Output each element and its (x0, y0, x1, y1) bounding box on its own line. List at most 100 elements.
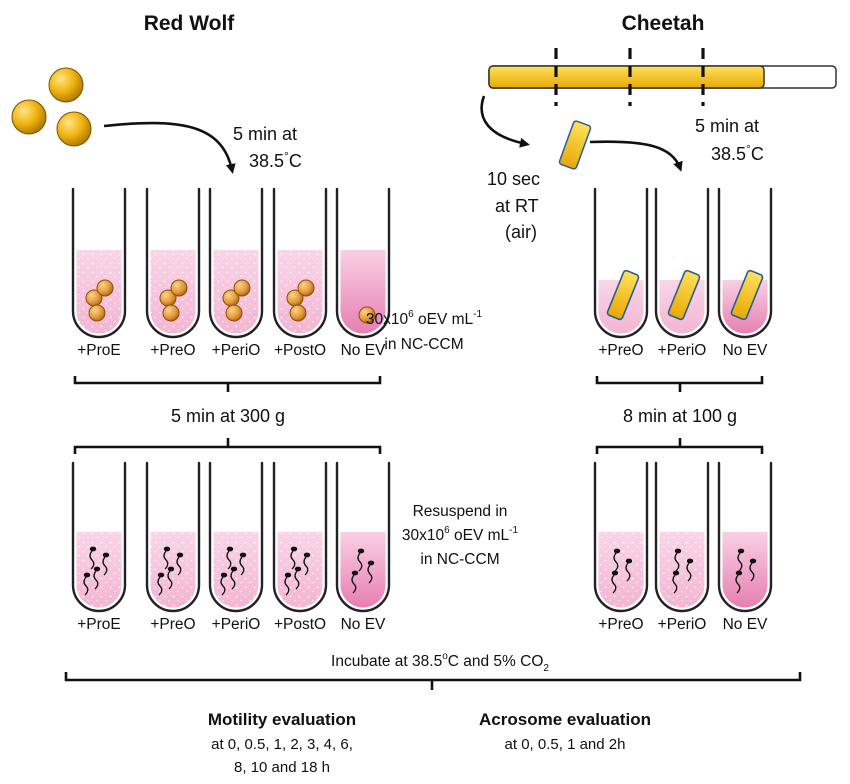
tube (145, 461, 201, 613)
cheetah-title: Cheetah (622, 12, 705, 35)
straw-cut-arrow (480, 95, 530, 148)
tube (717, 461, 773, 613)
svg-text:30x106 oEV mL-1: 30x106 oEV mL-1 (366, 309, 483, 328)
sperm-cell (102, 552, 110, 576)
svg-text:at RT: at RT (495, 196, 539, 216)
tube-label: +PreO (598, 342, 643, 359)
sperm-cell (93, 566, 101, 590)
sperm-cell (674, 548, 682, 572)
straw-segment (606, 269, 640, 321)
sperm-cell (735, 570, 743, 594)
resuspend-label: Resuspend in 30x106 oEV mL-1 in NC-CCM (402, 503, 519, 568)
oocyte-cluster-icon (11, 67, 92, 147)
oocyte (233, 279, 251, 297)
incubation-bracket (64, 672, 802, 690)
sperm-cell (167, 566, 175, 590)
incubate-label: Incubate at 38.5oC and 5% CO2 (331, 651, 549, 674)
tube-label: +PreO (598, 616, 643, 633)
sperm-cell (176, 552, 184, 576)
oocyte (88, 304, 106, 322)
semen-straw-icon (488, 48, 837, 106)
oocyte (225, 304, 243, 322)
sperm-cell (303, 552, 311, 576)
tube-label: +PeriO (212, 342, 261, 359)
svg-text:(air): (air) (505, 222, 537, 242)
oocyte (297, 279, 315, 297)
straw-segment (730, 269, 764, 321)
tube-label: +PostO (274, 342, 326, 359)
tube-label: +PeriO (212, 616, 261, 633)
sperm-cell (284, 572, 292, 596)
oocyte (96, 279, 114, 297)
svg-text:Motility evaluation: Motility evaluation (208, 710, 356, 729)
bracket-left-row1 (73, 376, 382, 392)
tube-label: +ProE (77, 616, 121, 633)
sperm-cell (367, 560, 375, 584)
tube (208, 461, 264, 613)
sperm-cell (220, 572, 228, 596)
sperm-cell (230, 566, 238, 590)
bracket-right-row2 (595, 438, 764, 454)
sperm-cell (613, 548, 621, 572)
red-wolf-tubes-row2: +ProE +PreO +PeriO +PostO No EV (71, 461, 391, 633)
tube-label: +PreO (150, 616, 195, 633)
svg-text:5 min at: 5 min at (233, 124, 297, 144)
ev-concentration-label: 30x106 oEV mL-1 in NC-CCM (366, 309, 483, 353)
motility-evaluation: Motility evaluation at 0, 0.5, 1, 2, 3, … (208, 710, 356, 776)
svg-text:at 0, 0.5, 1 and 2h: at 0, 0.5, 1 and 2h (505, 736, 626, 753)
transfer-arrow-left (103, 121, 236, 174)
bracket-left-row2 (73, 438, 382, 454)
sperm-cell (611, 570, 619, 594)
sperm-cell (357, 548, 365, 572)
tube (593, 187, 649, 339)
tube (654, 187, 710, 339)
sperm-cell (157, 572, 165, 596)
sperm-cell (672, 570, 680, 594)
sperm-cell (737, 548, 745, 572)
cheetah-step1-label: 5 min at 38.5°C (695, 116, 764, 164)
oocyte (162, 304, 180, 322)
sperm-cell (239, 552, 247, 576)
red-wolf-title: Red Wolf (144, 12, 236, 35)
sperm-cell (83, 572, 91, 596)
tube (272, 461, 328, 613)
tube (208, 187, 264, 339)
tube (717, 187, 773, 339)
straw-segment (667, 269, 701, 321)
bracket-right-row1 (595, 376, 764, 392)
tube-label: +PeriO (658, 616, 707, 633)
tube-label: +PeriO (658, 342, 707, 359)
sperm-cell (290, 546, 298, 570)
oocyte (289, 304, 307, 322)
straw-segment-icon (558, 120, 592, 170)
sperm-cell (625, 558, 633, 582)
transfer-arrow-right (589, 140, 683, 172)
svg-text:5 min at: 5 min at (695, 116, 759, 136)
tube (335, 461, 391, 613)
tube (593, 461, 649, 613)
acrosome-evaluation: Acrosome evaluation at 0, 0.5, 1 and 2h (479, 710, 651, 753)
red-wolf-centrifuge-label: 5 min at 300 g (171, 406, 285, 426)
tube-label: No EV (723, 342, 768, 359)
tube-label: No EV (341, 616, 386, 633)
tube-label: +PostO (274, 616, 326, 633)
sperm-cell (749, 558, 757, 582)
oocyte (170, 279, 188, 297)
sperm-cell (163, 546, 171, 570)
tube (272, 187, 328, 339)
svg-text:in NC-CCM: in NC-CCM (384, 336, 463, 353)
oocyte (358, 306, 376, 324)
cheetah-thaw-label: 10 sec at RT (air) (487, 169, 540, 242)
svg-text:Resuspend in: Resuspend in (413, 503, 508, 520)
tube (145, 187, 201, 339)
svg-text:Acrosome evaluation: Acrosome evaluation (479, 710, 651, 729)
tube (71, 461, 127, 613)
svg-text:30x106 oEV mL-1: 30x106 oEV mL-1 (402, 525, 519, 544)
svg-text:10 sec: 10 sec (487, 169, 540, 189)
sperm-cell (294, 566, 302, 590)
cheetah-tubes-row1: +PreO +PeriO No EV (593, 187, 773, 359)
svg-text:8, 10 and 18 h: 8, 10 and 18 h (234, 759, 330, 776)
